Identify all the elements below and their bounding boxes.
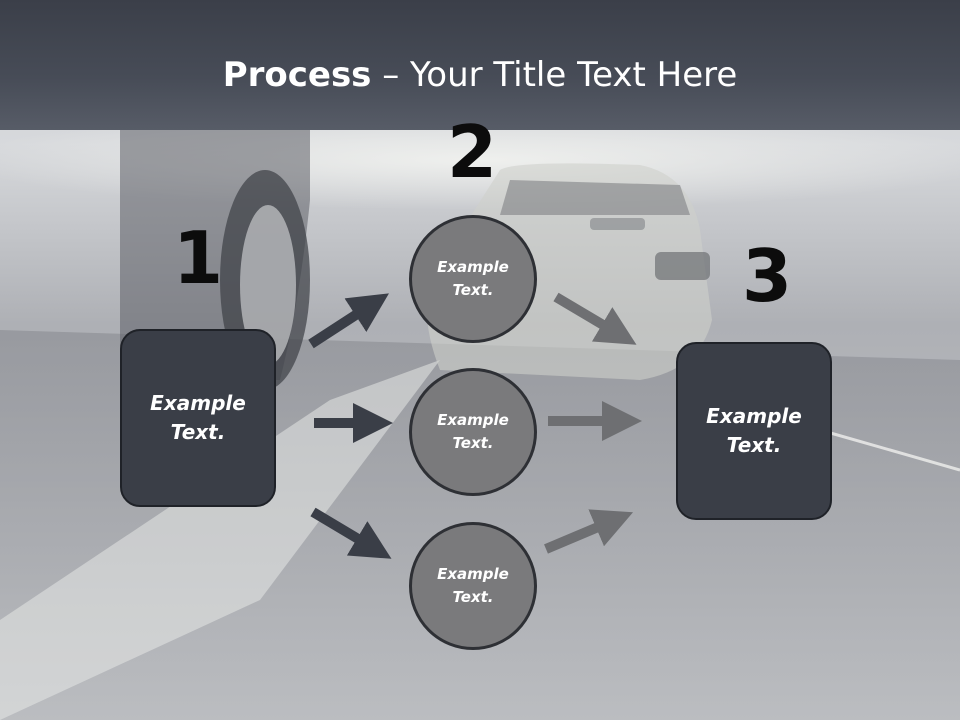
step-number-3: 3 [741,234,793,318]
circle-bottom-text: Example Text. [437,565,509,606]
arrow-up-right [544,509,634,554]
header-bar [0,0,960,130]
step-number-2: 2 [446,110,498,194]
circle-bottom: Example Text. [409,522,537,650]
step-number-1: 1 [172,216,224,300]
step-box-1: Example Text. [120,329,276,507]
circle-top-text: Example Text. [437,258,509,299]
circle-middle-text: Example Text. [437,411,509,452]
arrow-down-left [310,507,392,559]
arrow-up-left [308,293,389,349]
arrow-down-right [553,292,637,345]
step-box-3: Example Text. [676,342,832,520]
step-box-3-text: Example Text. [706,404,802,457]
circle-middle: Example Text. [409,368,537,496]
slide-title: Process – Your Title Text Here [0,52,960,98]
title-rest: – Your Title Text Here [371,55,738,95]
circle-top: Example Text. [409,215,537,343]
step-box-1-text: Example Text. [150,391,246,444]
title-bold: Process [222,55,372,95]
